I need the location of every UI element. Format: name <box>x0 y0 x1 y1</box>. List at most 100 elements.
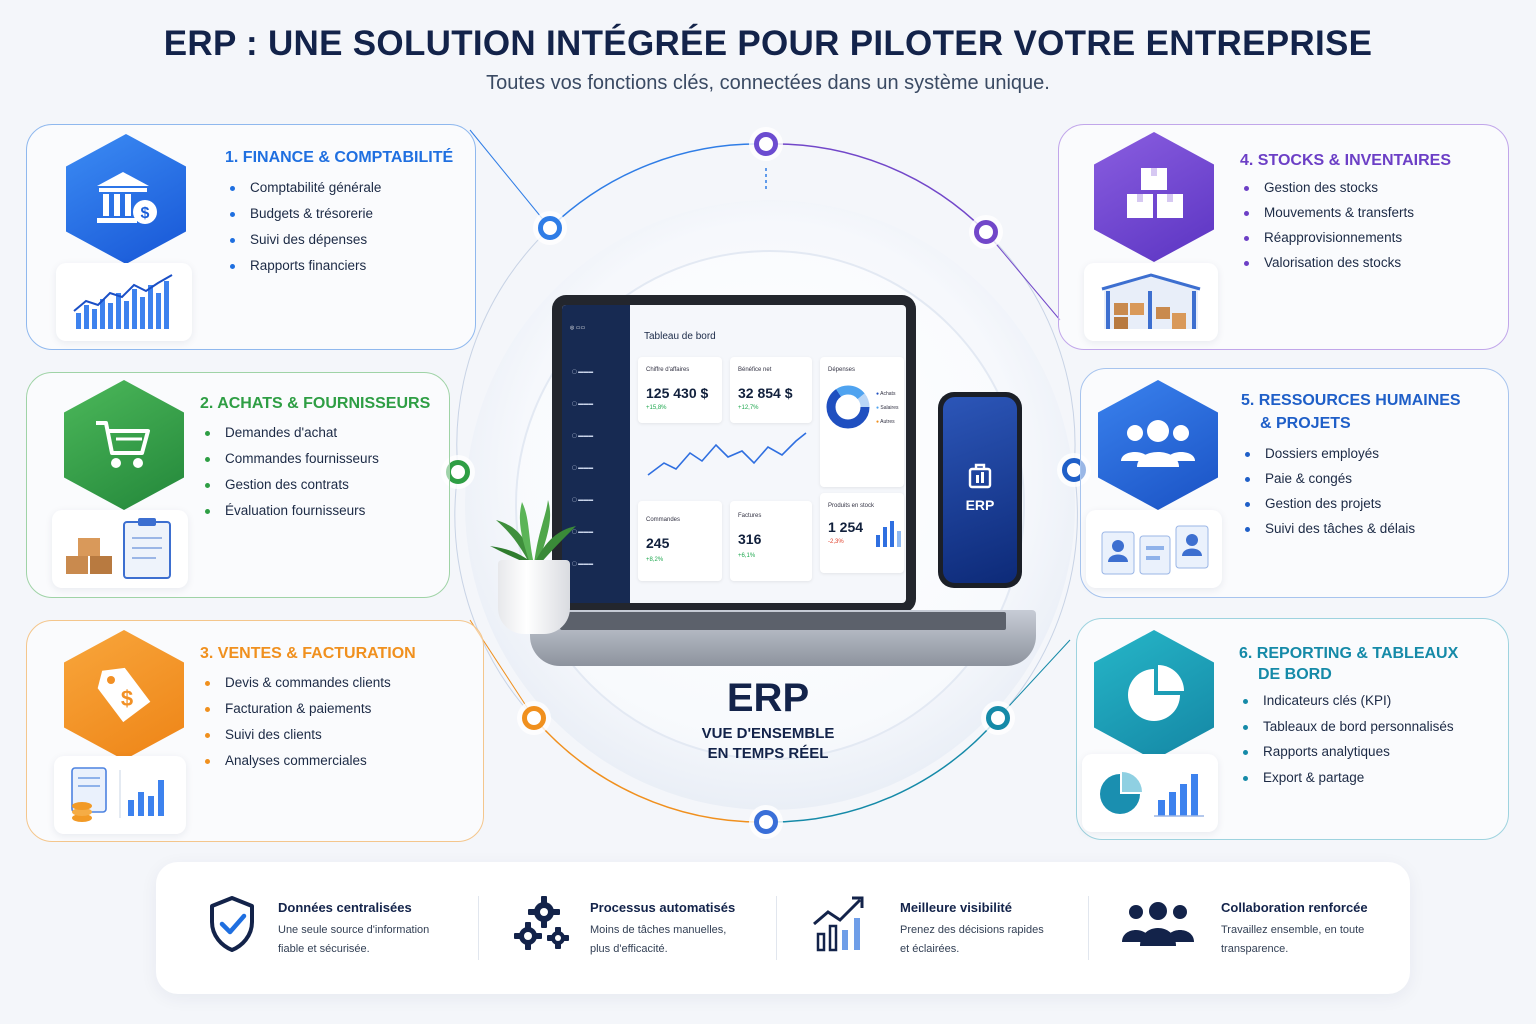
list-item: Devis & commandes clients <box>203 675 391 701</box>
benefit-divider <box>1088 896 1089 960</box>
sidebar-nav-item[interactable]: ▢ ▬▬▬ <box>572 433 594 439</box>
bank-icon: $ <box>97 172 157 224</box>
benefit-visibility: Meilleure visibilité Prenez des décision… <box>812 862 1082 994</box>
benefit-automated: Processus automatisés Moins de tâches ma… <box>512 862 772 994</box>
module-title-reporting: 6. REPORTING & TABLEAUX DE BORD <box>1239 642 1458 686</box>
connector-dot-finance <box>538 216 562 240</box>
kpi-card-profit: Bénéfice net 32 854 $ +12,7% <box>730 357 812 423</box>
plant-icon <box>490 500 576 564</box>
list-item: Réapprovisionnements <box>1242 230 1414 255</box>
list-item: Rapports financiers <box>228 258 381 284</box>
module-title-line: & PROJETS <box>1260 415 1351 432</box>
ventes-hex: $ <box>64 630 184 760</box>
benefit-text: Prenez des décisions rapides et éclairée… <box>900 921 1080 959</box>
connector-dot-reporting <box>986 706 1010 730</box>
list-item: Analyses commerciales <box>203 753 391 779</box>
warehouse-icon <box>1101 273 1201 329</box>
kpi-value: 32 854 $ <box>738 385 793 401</box>
list-item: Mouvements & transferts <box>1242 205 1414 230</box>
module-list-finance: Comptabilité générale Budgets & trésorer… <box>228 180 381 284</box>
dashboard-screen: ◎ ▭▭ ▢ ▬▬▬ ▢ ▬▬▬ ▢ ▬▬▬ ▢ ▬▬▬ ▢ ▬▬▬ ▢ ▬▬▬… <box>562 305 906 603</box>
benefit-text: Une seule source d'information fiable et… <box>278 921 478 959</box>
sidebar-nav-item[interactable]: ▢ ▬▬▬ <box>572 561 594 567</box>
benefit-text-line: plus d'efficacité. <box>590 943 668 955</box>
reporting-thumb <box>1082 754 1218 832</box>
center-sublabel-line: EN TEMPS RÉEL <box>707 745 829 762</box>
dashboard-title: Tableau de bord <box>644 331 716 342</box>
list-item: Demandes d'achat <box>203 425 379 451</box>
module-title-line: DE BORD <box>1258 666 1332 683</box>
achats-thumb <box>52 510 188 588</box>
benefit-text-line: Prenez des décisions rapides <box>900 924 1044 936</box>
finance-chart-thumb <box>56 263 192 341</box>
mini-bar-chart <box>876 521 901 547</box>
list-item: Tableaux de bord personnalisés <box>1241 719 1454 745</box>
center-label: ERP <box>726 676 810 720</box>
sidebar-nav-item[interactable]: ▢ ▬▬▬ <box>572 465 594 471</box>
boxes-icon <box>1127 168 1183 218</box>
list-item: Facturation & paiements <box>203 701 391 727</box>
list-item: Dossiers employés <box>1243 446 1415 471</box>
expenses-card: Dépenses ● Achats ● Salaires ● Autres <box>820 357 904 487</box>
employee-cards-icon <box>1101 525 1209 575</box>
phone-label: ERP <box>965 497 995 513</box>
connector-dot-ventes <box>522 706 546 730</box>
kpi-label: Chiffre d'affaires <box>646 367 690 373</box>
kpi-label: Factures <box>738 513 762 519</box>
kpi-value: 245 <box>646 535 670 551</box>
module-title-rh: 5. RESSOURCES HUMAINES & PROJETS <box>1241 389 1461 435</box>
connector-dot-stocks <box>974 220 998 244</box>
list-item: Paie & congés <box>1243 471 1415 496</box>
people-icon <box>1121 420 1195 467</box>
kpi-delta: -2,3% <box>828 539 844 545</box>
stocks-thumb <box>1084 263 1218 341</box>
kpi-delta: +12,7% <box>738 405 759 411</box>
legend-item: ● Autres <box>876 419 895 425</box>
finance-hex: $ <box>66 134 186 264</box>
list-item: Gestion des stocks <box>1242 180 1414 205</box>
kpi-card-invoices: Factures 316 +6,1% <box>730 501 812 581</box>
legend-item: ● Achats <box>876 391 896 397</box>
list-item: Suivi des tâches & délais <box>1243 521 1415 546</box>
list-item: Commandes fournisseurs <box>203 451 379 477</box>
kpi-value: 316 <box>738 531 762 547</box>
list-item: Rapports analytiques <box>1241 744 1454 770</box>
page-title: ERP : UNE SOLUTION INTÉGRÉE POUR PILOTER… <box>163 24 1373 63</box>
sidebar-nav-item[interactable]: ▢ ▬▬▬ <box>572 497 594 503</box>
kpi-delta: +6,1% <box>738 553 756 559</box>
laptop: ◎ ▭▭ ▢ ▬▬▬ ▢ ▬▬▬ ▢ ▬▬▬ ▢ ▬▬▬ ▢ ▬▬▬ ▢ ▬▬▬… <box>552 295 916 613</box>
list-item: Comptabilité générale <box>228 180 381 206</box>
sidebar-nav-item[interactable]: ▢ ▬▬▬ <box>572 369 594 375</box>
sidebar-nav-item[interactable]: ▢ ▬▬▬ <box>572 529 594 535</box>
phone-screen: ERP <box>943 397 1017 583</box>
sidebar-nav-item[interactable]: ▢ ▬▬▬ <box>572 401 594 407</box>
phone: ERP <box>938 392 1022 588</box>
list-item: Gestion des contrats <box>203 477 379 503</box>
benefit-title: Collaboration renforcée <box>1221 900 1368 915</box>
list-item: Suivi des dépenses <box>228 232 381 258</box>
benefits-bar: Données centralisées Une seule source d'… <box>156 862 1410 994</box>
module-title-achats: 2. ACHATS & FOURNISSEURS <box>200 395 431 412</box>
benefit-text-line: Travaillez ensemble, en toute <box>1221 924 1365 936</box>
kpi-label: Bénéfice net <box>738 367 772 373</box>
benefit-text-line: transparence. <box>1221 943 1289 955</box>
connector-dot-top <box>754 132 778 156</box>
list-item: Évaluation fournisseurs <box>203 503 379 529</box>
rh-thumb <box>1086 510 1222 588</box>
dashboard-logo: ◎ ▭▭ <box>570 325 586 331</box>
list-item: Suivi des clients <box>203 727 391 753</box>
finance-bar-chart-icon <box>73 274 173 329</box>
list-item: Valorisation des stocks <box>1242 255 1414 280</box>
stocks-hex <box>1094 132 1214 262</box>
pie-bars-icon <box>1100 772 1204 817</box>
expenses-label: Dépenses <box>828 367 856 373</box>
module-list-rh: Dossiers employés Paie & congés Gestion … <box>1243 446 1415 546</box>
center-sublabel-line: VUE D'ENSEMBLE <box>701 725 835 742</box>
shopping-cart-icon <box>96 421 150 468</box>
shield-check-icon <box>210 896 254 952</box>
module-title-finance: 1. FINANCE & COMPTABILITÉ <box>225 149 454 166</box>
module-list-achats: Demandes d'achat Commandes fournisseurs … <box>203 425 379 529</box>
module-list-reporting: Indicateurs clés (KPI) Tableaux de bord … <box>1241 693 1454 795</box>
benefit-centralized: Données centralisées Une seule source d'… <box>206 862 476 994</box>
benefit-text-line: Moins de tâches manuelles, <box>590 924 727 936</box>
